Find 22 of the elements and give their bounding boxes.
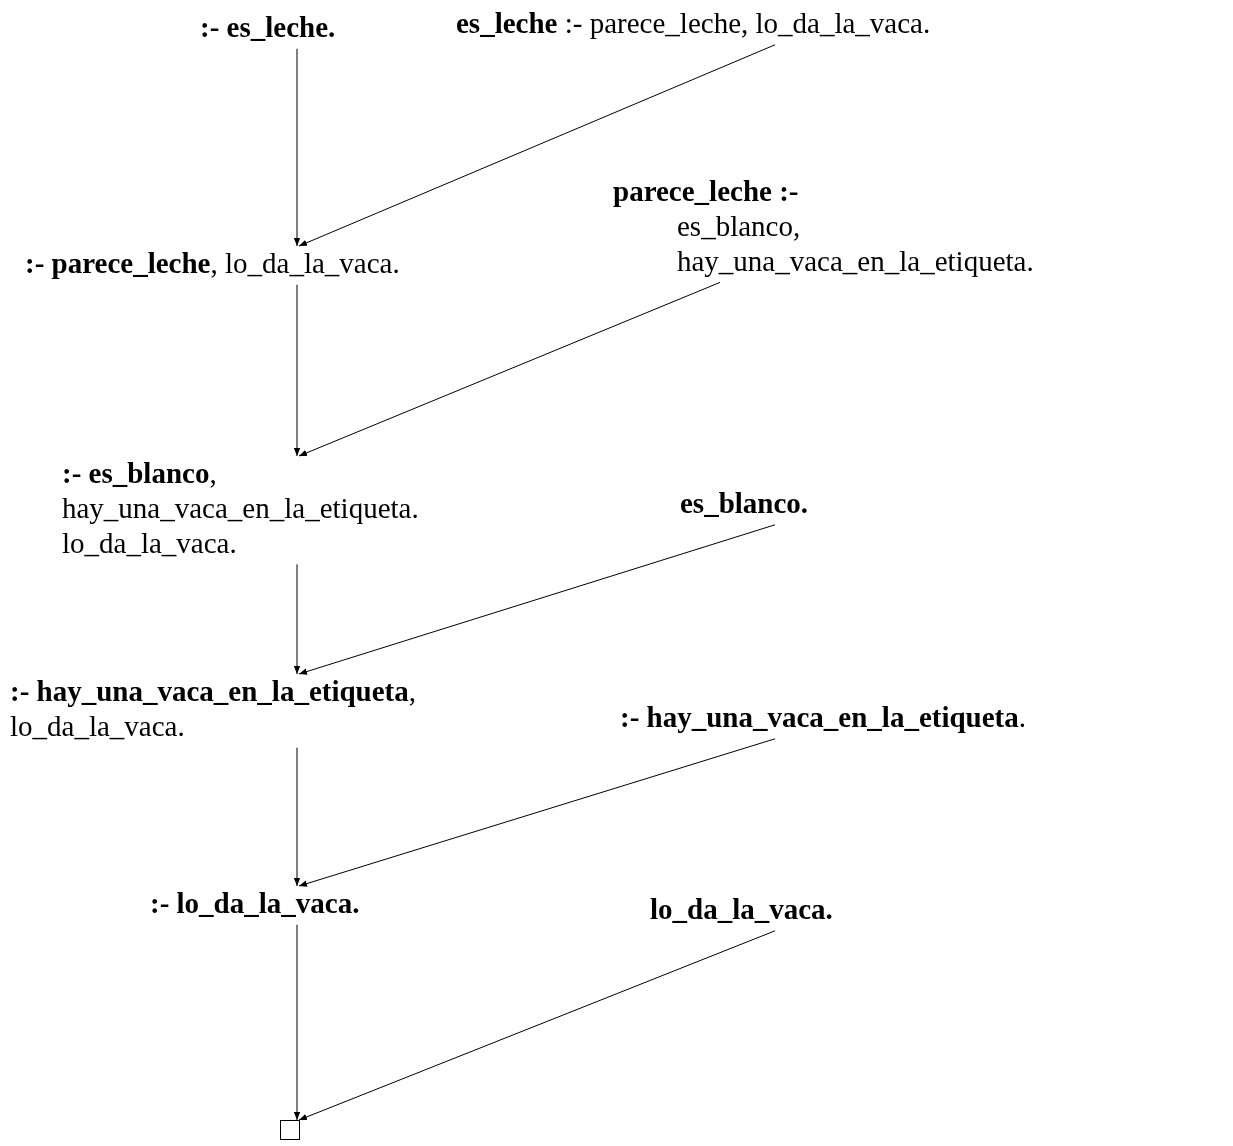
clause-text: :- parece_leche, lo_da_la_vaca. — [25, 246, 400, 281]
arrow — [298, 281, 721, 457]
clause-text: :- es_blanco, hay_una_vaca_en_la_etiqueta. lo_da_la_vaca. — [62, 456, 420, 561]
arrow — [298, 524, 776, 675]
clause-text: :- hay_una_vaca_en_la_etiqueta, lo_da_la_vaca. — [10, 674, 417, 744]
arrow — [298, 930, 776, 1121]
arrow — [293, 747, 301, 887]
arrow — [298, 738, 776, 887]
arrow — [293, 924, 301, 1121]
arrow — [298, 44, 776, 247]
arrow — [293, 48, 301, 247]
clause-text: lo_da_la_vaca. — [650, 892, 833, 927]
clause-body: es_blanco, hay_una_vaca_en_la_etiqueta. — [677, 208, 1035, 279]
clause-head: parece_leche :- — [613, 174, 800, 209]
empty-clause-box — [280, 1120, 300, 1140]
arrow — [293, 563, 301, 675]
clause-text: es_blanco. — [680, 486, 809, 521]
clause-text: :- lo_da_la_vaca. — [150, 886, 360, 921]
clause-text: :- es_leche. — [200, 10, 336, 45]
clause-text: es_leche :- parece_leche, lo_da_la_vaca. — [456, 6, 931, 41]
arrow — [293, 284, 301, 457]
clause-text: :- hay_una_vaca_en_la_etiqueta. — [620, 700, 1026, 735]
